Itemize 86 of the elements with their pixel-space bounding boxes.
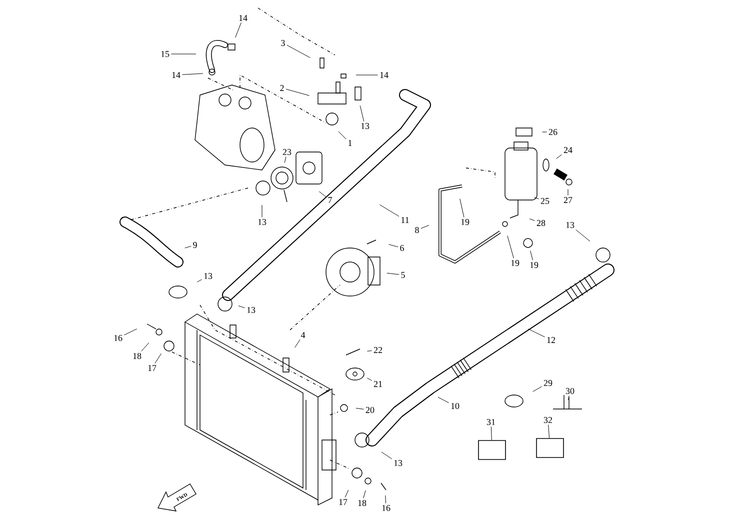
leader-line — [460, 198, 464, 218]
leader-line — [344, 490, 349, 498]
leader-line — [366, 350, 372, 352]
callout-number: 21 — [374, 381, 382, 387]
leader-line — [294, 339, 300, 348]
callout-number: 15 — [161, 50, 170, 58]
leader-line — [420, 224, 430, 229]
callout-number: 9 — [193, 242, 197, 248]
leader-line — [182, 73, 204, 75]
leader-line — [528, 328, 546, 338]
callout-number: 17 — [339, 499, 348, 505]
callout-number: 13 — [394, 460, 402, 466]
leader-line — [529, 218, 536, 221]
callout-number: 6 — [400, 244, 404, 252]
leader-line — [284, 156, 286, 164]
leader-line — [385, 495, 386, 504]
callout-number: 12 — [547, 337, 555, 343]
leader-line — [438, 396, 450, 404]
callout-number: 25 — [540, 198, 550, 204]
leader-line — [338, 131, 346, 140]
leader-line — [286, 88, 310, 96]
leader-line — [490, 426, 492, 440]
callout-number: 14 — [172, 72, 180, 78]
part-box — [536, 438, 564, 458]
callout-number: 10 — [451, 402, 460, 410]
callout-number: 19 — [511, 260, 520, 266]
callout-number: 28 — [536, 220, 546, 226]
leader-line — [141, 342, 150, 352]
callout-number: 7 — [328, 197, 332, 203]
callout-number: 16 — [382, 504, 390, 512]
callout-number: 8 — [415, 226, 419, 234]
leader-line — [124, 328, 138, 336]
leader-line — [184, 246, 192, 248]
leader-line — [363, 490, 366, 498]
callout-number: 13 — [566, 222, 574, 228]
callout-number: 19 — [461, 218, 470, 226]
callout-number: 13 — [361, 122, 370, 130]
callout-number: 30 — [566, 388, 574, 394]
callout-number: 13 — [204, 272, 212, 280]
callout-number: 20 — [366, 406, 374, 414]
callout-number: 24 — [564, 147, 572, 153]
callout-number: 1 — [348, 140, 352, 146]
callout-number: 4 — [300, 332, 306, 338]
callout-number: 16 — [114, 334, 122, 342]
part-box — [478, 440, 506, 460]
callout-number: 18 — [358, 500, 366, 506]
leader-line — [576, 229, 590, 242]
leader-line — [532, 386, 542, 392]
leader-line — [388, 244, 398, 248]
leader-line — [366, 378, 372, 381]
callout-number: 18 — [133, 352, 142, 360]
callout-number: 14 — [239, 15, 248, 21]
callout-number: 32 — [544, 416, 552, 424]
leader-line — [507, 235, 514, 259]
callout-number: 31 — [486, 418, 495, 426]
leader-line — [286, 44, 310, 58]
leader-line — [318, 191, 326, 198]
leader-line — [154, 353, 162, 364]
leader-line — [235, 22, 242, 38]
callout-number: 2 — [280, 85, 284, 91]
leader-line — [386, 272, 400, 275]
callout-number: 17 — [148, 365, 156, 371]
callout-number: 22 — [374, 347, 382, 353]
callout-number: 23 — [282, 148, 292, 156]
leader-line — [360, 105, 364, 122]
callout-number: 29 — [544, 380, 552, 386]
callout-number: 26 — [548, 128, 558, 136]
callout-number: 11 — [401, 217, 409, 223]
leader-line — [534, 197, 540, 200]
callout-number: 13 — [247, 306, 256, 314]
leader-line — [556, 154, 562, 159]
leader-line — [356, 408, 364, 410]
callout-number: 14 — [380, 72, 388, 78]
leader-line — [379, 204, 400, 217]
callout-number: 3 — [281, 40, 285, 46]
leader-line — [196, 279, 202, 282]
leader-line — [356, 74, 378, 76]
leader-line — [238, 306, 246, 308]
leader-line — [568, 395, 570, 400]
callout-number: 19 — [530, 262, 538, 268]
leader-line — [548, 424, 550, 438]
leader-line — [381, 452, 392, 460]
callout-number: 5 — [401, 272, 405, 278]
callout-number: 13 — [258, 218, 266, 226]
leader-line — [530, 250, 534, 261]
callout-number: 27 — [564, 197, 572, 203]
